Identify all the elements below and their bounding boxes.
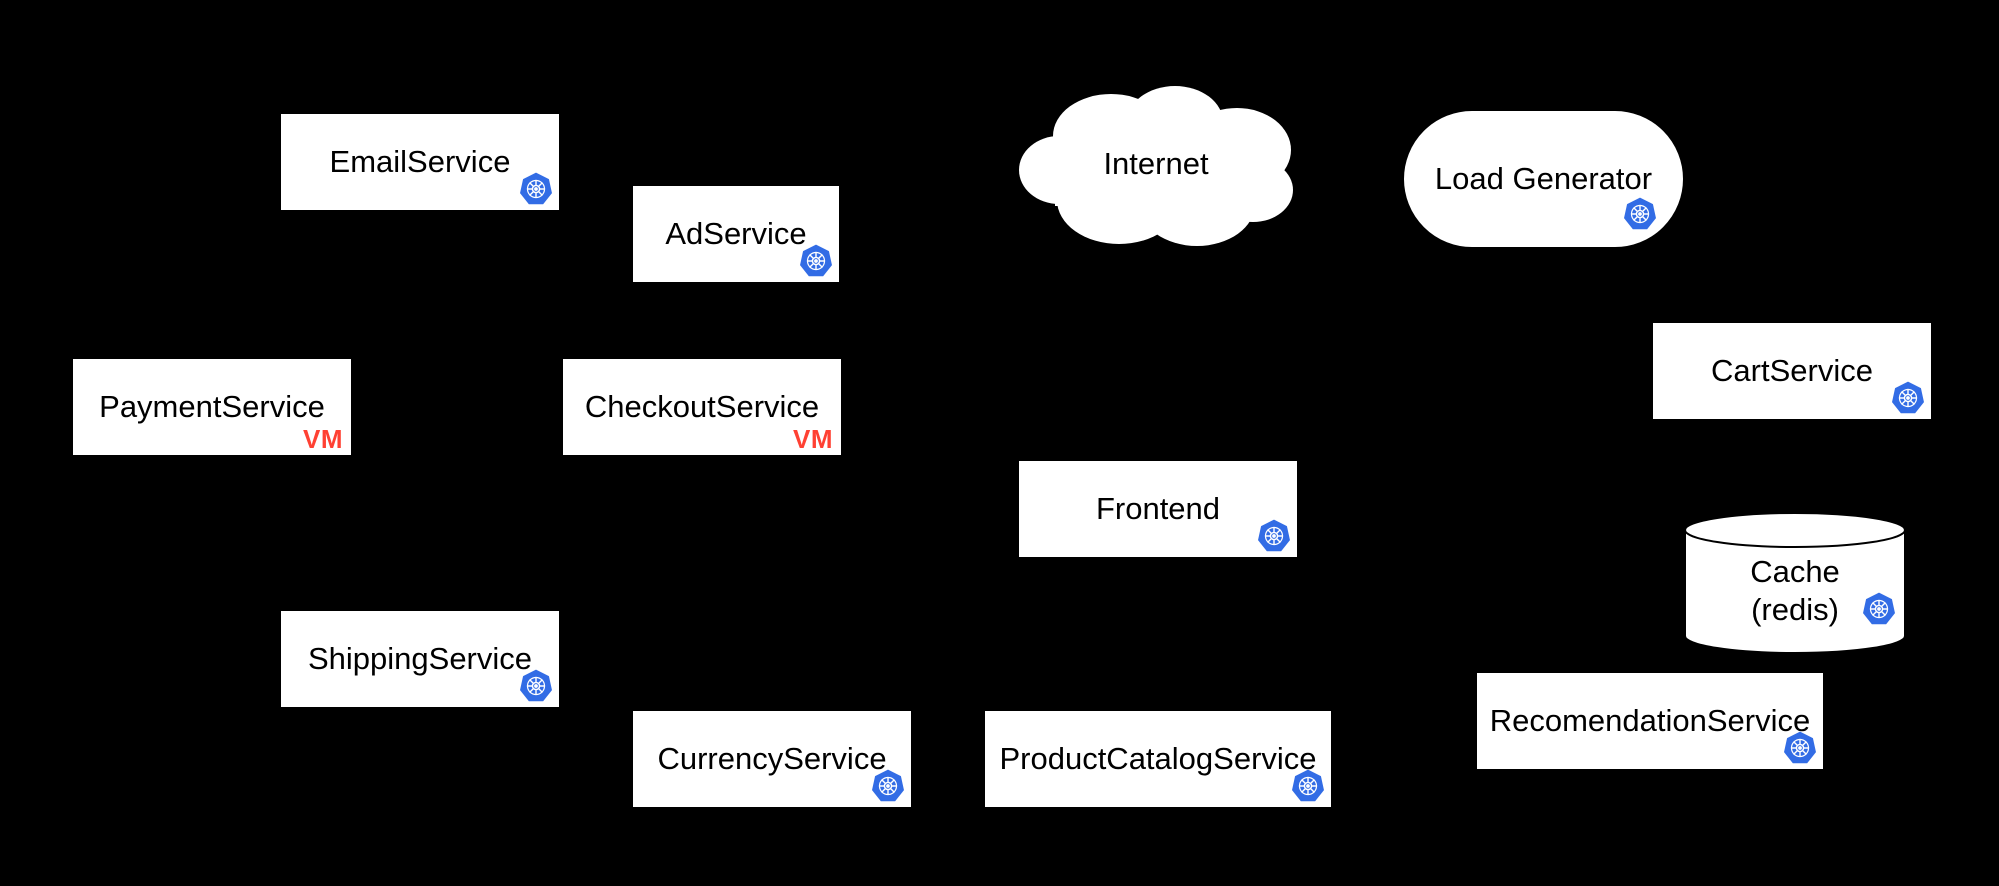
node-label-line1: Cache [1750, 554, 1840, 590]
node-currencyservice[interactable]: CurrencyService [632, 710, 912, 808]
vm-badge: VM [303, 424, 343, 455]
node-internet[interactable]: Internet [1015, 78, 1297, 250]
node-label: CartService [1711, 352, 1873, 388]
node-label-line2: (redis) [1751, 592, 1839, 627]
node-label: RecomendationService [1489, 702, 1811, 738]
node-label: Internet [1103, 146, 1209, 181]
node-checkoutservice[interactable]: CheckoutService VM [562, 358, 842, 456]
node-label: Frontend [1095, 490, 1221, 526]
node-cartservice[interactable]: CartService [1652, 322, 1932, 420]
node-label: PaymentService [99, 388, 325, 424]
node-productcatalogservice[interactable]: ProductCatalogService [984, 710, 1332, 808]
node-label: CheckoutService [584, 388, 820, 424]
node-cache[interactable]: Cache (redis) [1684, 512, 1906, 654]
node-shippingservice[interactable]: ShippingService [280, 610, 560, 708]
node-paymentservice[interactable]: PaymentService VM [72, 358, 352, 456]
node-label: EmailService [329, 143, 511, 179]
node-recomendationservice[interactable]: RecomendationService [1476, 672, 1824, 770]
node-emailservice[interactable]: EmailService [280, 113, 560, 211]
node-frontend[interactable]: Frontend [1018, 460, 1298, 558]
node-label: AdService [665, 215, 807, 251]
node-label: CurrencyService [657, 740, 887, 776]
node-label: ShippingService [307, 640, 533, 676]
node-label-wrap: Cache (redis) [1684, 528, 1906, 654]
node-adservice[interactable]: AdService [632, 185, 840, 283]
vm-badge: VM [793, 424, 833, 455]
kubernetes-icon [1623, 197, 1657, 231]
cylinder-shape [1684, 512, 1906, 654]
node-loadgenerator[interactable]: Load Generator [1403, 110, 1684, 248]
node-label: ProductCatalogService [999, 740, 1317, 776]
node-label-wrap: Internet [1015, 78, 1297, 250]
node-label: Load Generator [1434, 160, 1653, 196]
cloud-shape [1019, 86, 1293, 246]
